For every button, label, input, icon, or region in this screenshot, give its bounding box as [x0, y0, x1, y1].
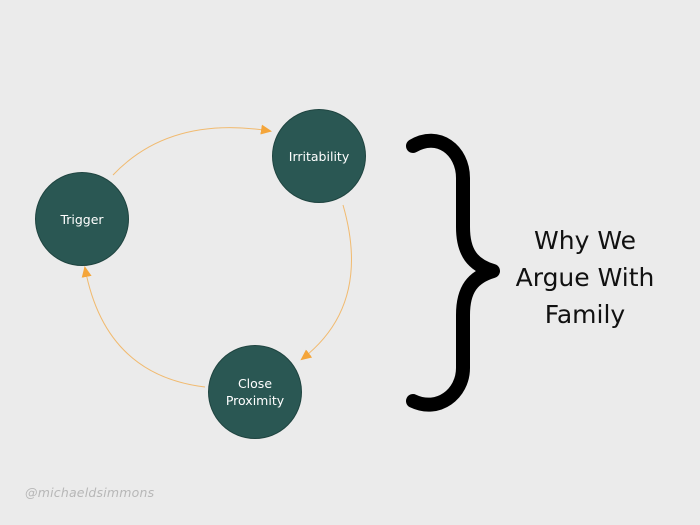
diagram-title: Why We Argue With Family	[500, 222, 670, 333]
title-line-3: Family	[544, 300, 626, 329]
title-line-1: Why We	[534, 226, 636, 255]
curly-brace	[406, 133, 500, 412]
author-watermark: @michaeldsimmons	[25, 485, 155, 500]
node-close-proximity: Close Proximity	[208, 345, 302, 439]
node-irritability: Irritability	[272, 109, 366, 203]
node-trigger: Trigger	[35, 172, 129, 266]
node-trigger-label: Trigger	[60, 211, 104, 227]
title-line-2: Argue With	[515, 263, 655, 292]
node-proximity-label-line2: Proximity	[225, 393, 285, 408]
node-irritability-label: Irritability	[288, 148, 350, 164]
arrow-irritability-to-proximity	[300, 204, 352, 361]
arrow-proximity-to-trigger	[81, 266, 206, 388]
node-proximity-label-line1: Close	[237, 376, 273, 391]
arrow-trigger-to-irritability	[112, 124, 272, 176]
